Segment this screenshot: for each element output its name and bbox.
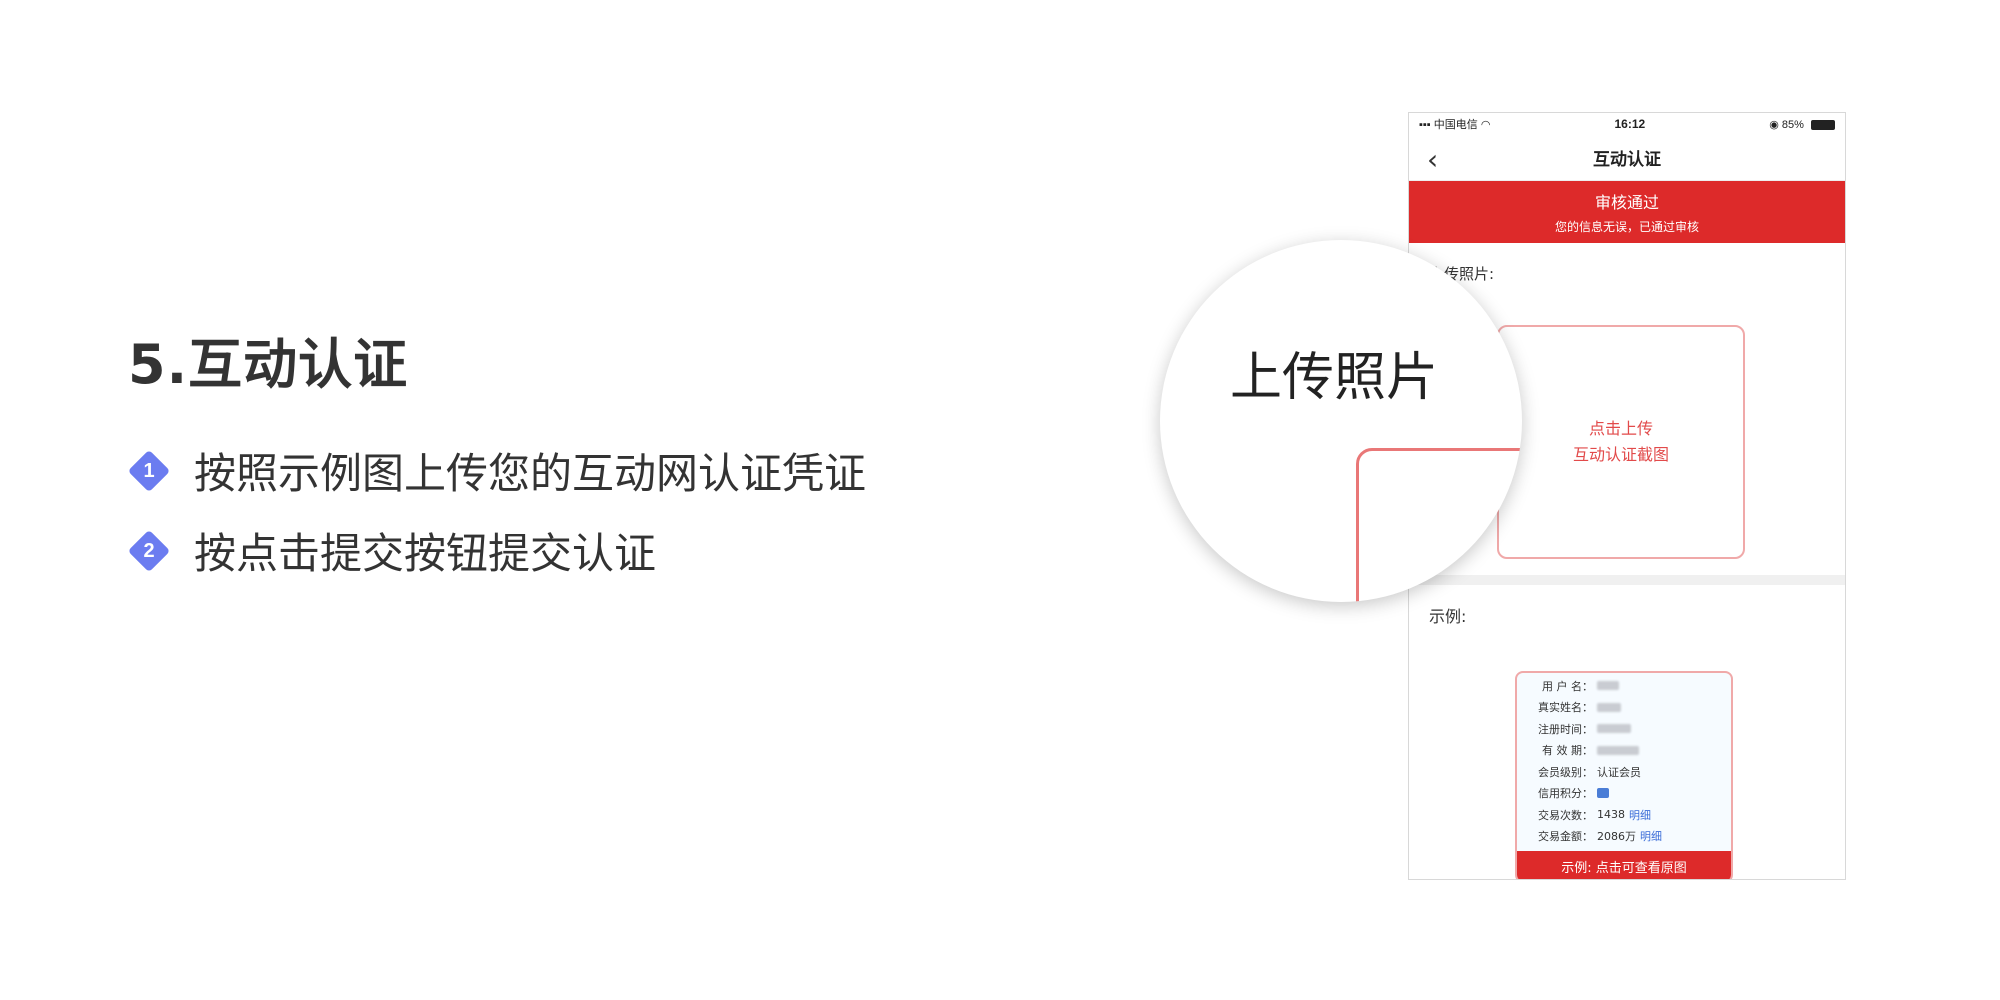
review-status-banner: 审核通过 您的信息无误，已通过审核	[1409, 181, 1845, 243]
upload-line-1: 点击上传	[1588, 419, 1653, 438]
magnified-label: 上传照片	[1230, 348, 1439, 408]
status-bar: ▪▪▪ 中国电信 ◠ 16:12 ◉ 85%	[1409, 113, 1845, 135]
back-chevron-icon[interactable]: ‹	[1427, 143, 1439, 176]
banner-subtitle: 您的信息无误，已通过审核	[1554, 220, 1699, 234]
example-row: 会员级别：认证会员	[1538, 765, 1641, 779]
wifi-icon: ◠	[1480, 119, 1491, 131]
step-text: 按照示例图上传您的互动网认证凭证	[194, 449, 867, 498]
phone-screenshot: ▪▪▪ 中国电信 ◠ 16:12 ◉ 85% ‹ 互动认证 审核通过 您的信息无…	[1408, 112, 1846, 880]
status-time: 16:12	[1614, 117, 1646, 131]
lock-rotation-icon: ◉	[1769, 118, 1779, 131]
battery-status: ◉ 85%	[1769, 118, 1835, 131]
example-row: 注册时间：	[1533, 718, 1731, 740]
nav-bar: ‹ 互动认证	[1409, 135, 1845, 181]
battery-icon	[1811, 119, 1835, 130]
example-row: 有 效 期：	[1533, 740, 1731, 762]
step-text: 按点击提交按钮提交认证	[194, 529, 657, 578]
example-row: 交易金额：2086万明细	[1538, 830, 1662, 844]
page-title: 5.互动认证	[128, 333, 409, 396]
example-card[interactable]: 用 户 名： 真实姓名： 注册时间： 有 效 期： 会员级别：认证会员 信用积分…	[1515, 671, 1733, 879]
magnified-upload-box	[1356, 448, 1522, 602]
upload-photo-button[interactable]: 点击上传 互动认证截图	[1497, 325, 1745, 559]
magnifier-callout: 上传照片	[1160, 240, 1522, 602]
nav-title: 互动认证	[1593, 150, 1661, 170]
credit-shirt-icon	[1597, 788, 1609, 799]
example-row: 用 户 名：	[1533, 675, 1731, 697]
signal-icon: ▪▪▪	[1419, 119, 1431, 131]
step-1: 1 按照示例图上传您的互动网认证凭证	[127, 440, 867, 501]
carrier-label: ▪▪▪ 中国电信 ◠	[1419, 119, 1491, 131]
detail-link[interactable]: 明细	[1629, 808, 1651, 822]
upload-line-2: 互动认证截图	[1572, 445, 1669, 464]
step-number-badge: 2	[127, 529, 171, 572]
detail-link[interactable]: 明细	[1640, 830, 1662, 844]
banner-title: 审核通过	[1594, 193, 1659, 212]
example-label: 示例:	[1429, 607, 1467, 626]
example-row: 真实姓名：	[1533, 697, 1731, 719]
example-footer[interactable]: 示例: 点击可查看原图	[1517, 851, 1731, 879]
step-number-badge: 1	[127, 449, 171, 492]
example-row: 信用积分：	[1533, 783, 1731, 805]
section-divider	[1409, 575, 1845, 585]
step-2: 2 按点击提交按钮提交认证	[127, 520, 657, 581]
